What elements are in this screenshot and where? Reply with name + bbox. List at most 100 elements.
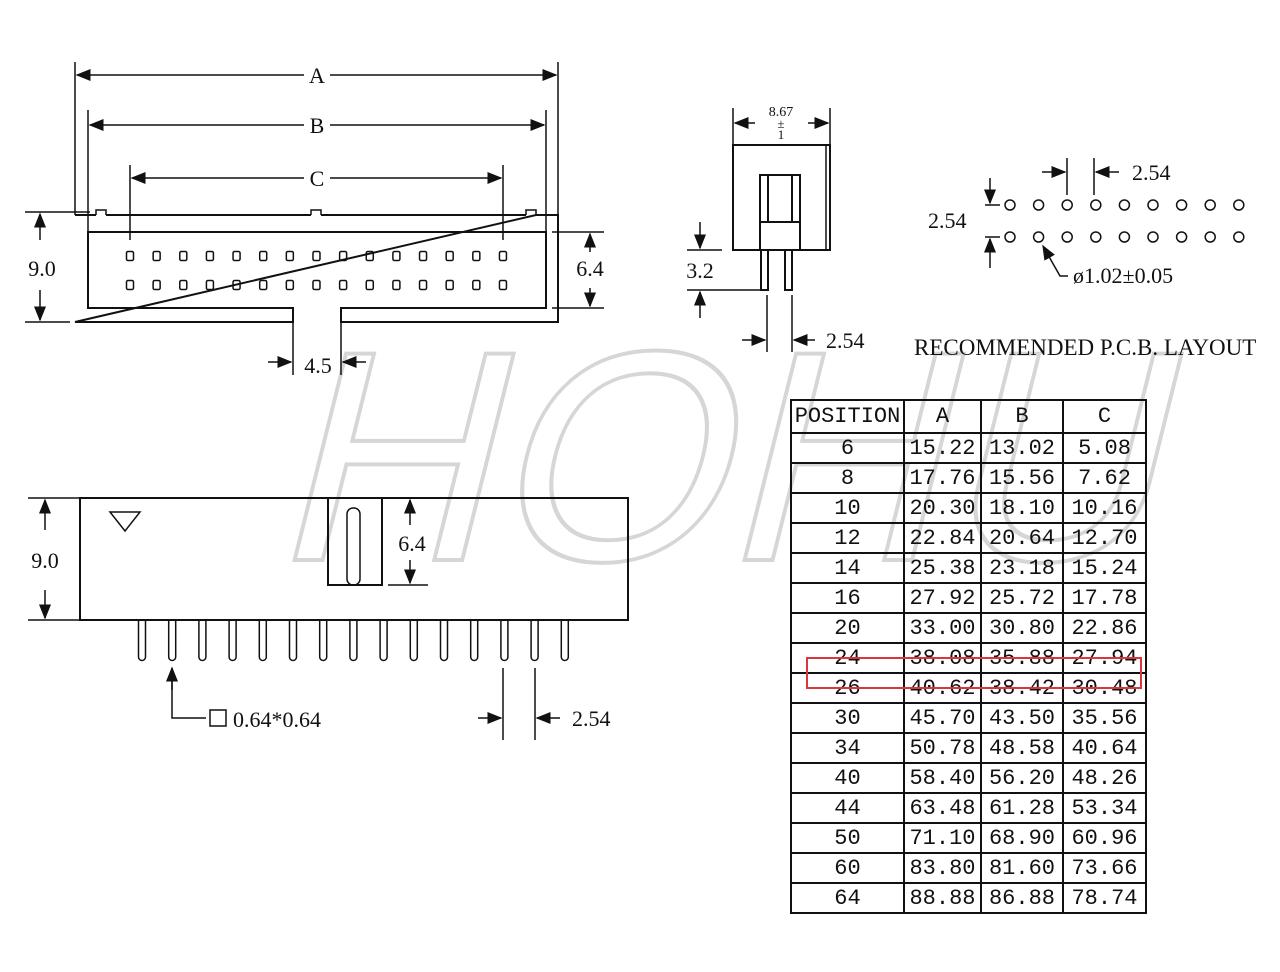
table-cell: 71.10 xyxy=(903,822,982,854)
table-cell: 61.28 xyxy=(980,792,1064,824)
hole-grid xyxy=(1004,199,1245,243)
pin-square xyxy=(365,250,375,262)
height-label: 9.0 xyxy=(28,256,56,281)
table-cell: 20.64 xyxy=(980,522,1064,554)
pin-length-label: 3.2 xyxy=(686,258,714,283)
table-cell: 40.64 xyxy=(1062,732,1147,764)
table-cell: 43.50 xyxy=(980,702,1064,734)
table-cell: 68.90 xyxy=(980,822,1064,854)
svg-text:±: ± xyxy=(777,116,784,131)
table-cell: 25.38 xyxy=(903,552,982,584)
pin-square xyxy=(445,250,454,262)
pin-row xyxy=(137,620,570,662)
pin xyxy=(530,620,539,662)
table-cell: 12.70 xyxy=(1062,522,1147,554)
pin-square xyxy=(312,250,321,262)
pcb-hole xyxy=(1233,231,1245,243)
table-cell: 15.24 xyxy=(1062,552,1147,584)
dim-b-label: B xyxy=(310,113,325,138)
key-width-label: 4.5 xyxy=(304,353,332,378)
pin-square xyxy=(338,279,348,291)
table-cell: 27.92 xyxy=(903,582,982,614)
pcb-hole xyxy=(1004,231,1016,243)
table-cell: 8 xyxy=(790,462,905,494)
pin-square xyxy=(152,250,161,262)
table-cell: 10 xyxy=(790,492,905,524)
table-cell: 35.88 xyxy=(980,642,1064,674)
pcb-hole xyxy=(1204,199,1216,211)
pin-square xyxy=(232,250,241,262)
table-cell: 33.00 xyxy=(903,612,982,644)
dim-a-label: A xyxy=(309,63,325,88)
table-cell: 83.80 xyxy=(903,852,982,884)
pin xyxy=(167,620,177,662)
table-cell: 26 xyxy=(790,672,905,704)
pin-square xyxy=(179,279,188,291)
table-cell: 35.56 xyxy=(1062,702,1147,734)
pin xyxy=(560,620,570,662)
pin xyxy=(228,620,237,662)
hole-diameter-label: ø1.02±0.05 xyxy=(1073,263,1173,288)
table-cell: 16 xyxy=(790,582,905,614)
table-cell: 30 xyxy=(790,702,905,734)
pin-square xyxy=(472,279,481,291)
table-cell: 10.16 xyxy=(1062,492,1147,524)
pin xyxy=(349,620,358,662)
pcb-layout: 2.54 2.54 ø1.02±0.05 RECOMMENDED P.C.B. … xyxy=(914,158,1256,360)
table-cell: 64 xyxy=(790,882,905,914)
pin-square xyxy=(232,279,241,291)
key-height-label: 6.4 xyxy=(398,531,426,556)
inner-height-label: 6.4 xyxy=(576,256,604,281)
pin xyxy=(318,620,328,662)
pitch-x-label: 2.54 xyxy=(1132,160,1171,185)
table-cell: 27.94 xyxy=(1062,642,1147,674)
table-cell: 81.60 xyxy=(980,852,1064,884)
table-cell: 30.48 xyxy=(1062,672,1147,704)
pcb-hole xyxy=(1204,231,1216,243)
table-cell: 86.88 xyxy=(980,882,1064,914)
table-cell: 73.66 xyxy=(1062,852,1147,884)
pcb-hole xyxy=(1118,199,1131,211)
pcb-hole xyxy=(1118,231,1131,243)
pin-square xyxy=(125,279,135,291)
table-cell: 17.76 xyxy=(903,462,982,494)
pin-square xyxy=(258,279,268,291)
table-cell: 17.78 xyxy=(1062,582,1147,614)
table-cell: 60.96 xyxy=(1062,822,1147,854)
pitch-label: 2.54 xyxy=(826,328,865,353)
pin-square xyxy=(498,279,508,291)
pin xyxy=(258,620,268,662)
table-cell: 53.34 xyxy=(1062,792,1147,824)
table-cell: 63.48 xyxy=(903,792,982,824)
pcb-hole xyxy=(1147,199,1159,211)
table-cell: 6 xyxy=(790,432,905,464)
pin-square xyxy=(125,250,135,262)
pcb-hole xyxy=(1090,231,1102,243)
pcb-hole xyxy=(1061,199,1073,211)
header-position: POSITION xyxy=(790,399,905,434)
table-cell: 40 xyxy=(790,762,905,794)
pin xyxy=(288,620,298,662)
table-cell: 12 xyxy=(790,522,905,554)
table-cell: 30.80 xyxy=(980,612,1064,644)
pin-square xyxy=(338,250,348,262)
table-cell: 48.26 xyxy=(1062,762,1147,794)
pin-square xyxy=(418,279,428,291)
table-cell: 15.22 xyxy=(903,432,982,464)
pin-square xyxy=(472,250,481,262)
table-cell: 13.02 xyxy=(980,432,1064,464)
table-cell: 38.42 xyxy=(980,672,1064,704)
pin xyxy=(137,620,147,662)
pin xyxy=(409,620,419,662)
side-view: 8.67 ± 1 3.2 2.54 xyxy=(686,105,864,353)
pin-square xyxy=(205,279,215,291)
table-cell: 7.62 xyxy=(1062,462,1147,494)
